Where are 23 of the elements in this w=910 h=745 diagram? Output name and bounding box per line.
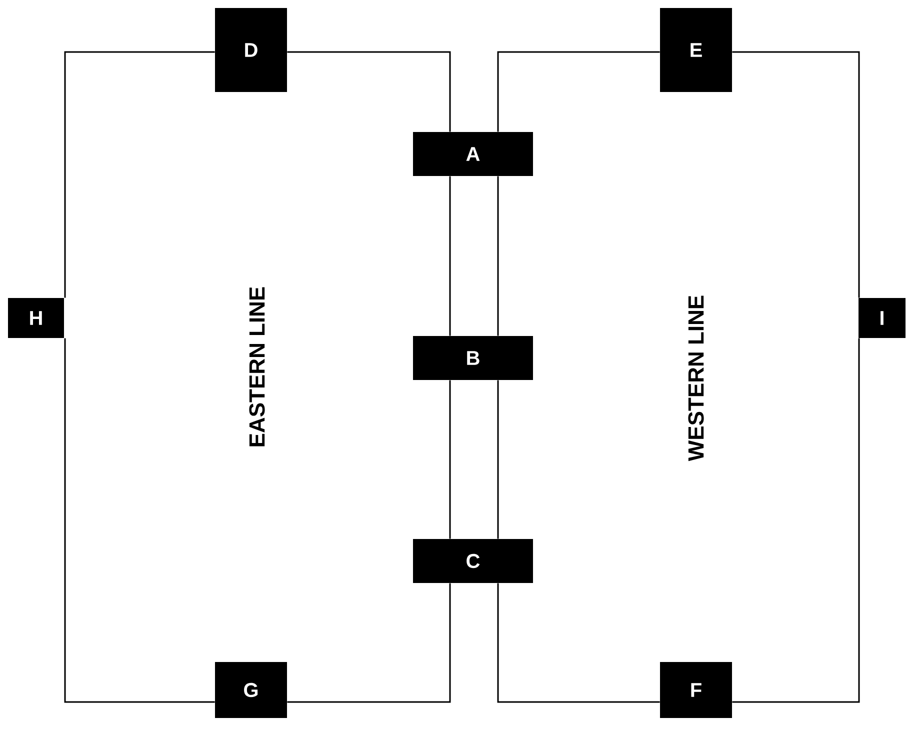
line-name: EASTERN LINE xyxy=(249,287,265,446)
rail-line xyxy=(449,380,451,539)
station-box: G xyxy=(215,662,287,718)
rail-line xyxy=(497,176,499,336)
station-box: C xyxy=(413,539,533,583)
station-box: A xyxy=(413,132,533,176)
station-box: I xyxy=(858,298,906,338)
station-box: D xyxy=(215,8,287,92)
station-box: F xyxy=(660,662,732,718)
rail-line xyxy=(449,176,451,336)
rail-line xyxy=(732,51,860,298)
rail-line xyxy=(287,583,451,703)
line-name: WESTERN LINE xyxy=(688,296,704,462)
station-box: E xyxy=(660,8,732,92)
rail-line xyxy=(64,338,215,703)
rail-line xyxy=(497,51,660,132)
rail-line xyxy=(732,338,860,703)
rail-line xyxy=(497,380,499,539)
station-box: B xyxy=(413,336,533,380)
rail-line xyxy=(64,51,215,298)
rail-line xyxy=(497,583,660,703)
rail-line xyxy=(287,51,451,132)
station-box: H xyxy=(8,298,64,338)
